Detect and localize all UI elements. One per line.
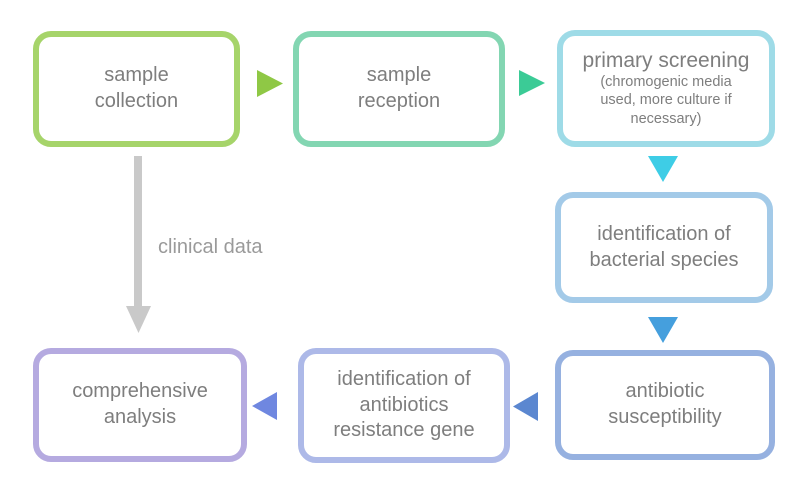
node-sublabel: (chromogenic media used, more culture if… [600,74,732,127]
node-identification-of-antibiotics-resistance-gene: identification of antibiotics resistance… [298,348,510,463]
node-primary-screening: primary screening (chromogenic media use… [557,30,775,147]
arrow-down-icon [126,306,151,333]
node-label: identification of bacterial species [589,222,739,271]
arrow-right-icon [519,70,545,96]
node-label: antibiotic susceptibility [608,380,722,428]
node-antibiotic-susceptibility: antibiotic susceptibility [555,350,775,460]
arrow-down-icon [648,317,678,343]
node-identification-of-bacterial-species: identification of bacterial species [555,192,773,303]
arrow-right-icon [257,70,283,97]
clinical-data-label: clinical data [158,236,263,258]
arrow-down-icon [648,156,678,182]
arrow-left-icon [252,392,277,420]
node-sample-reception: sample reception [293,31,505,147]
node-label: comprehensive analysis [72,380,208,428]
node-comprehensive-analysis: comprehensive analysis [33,348,247,462]
clinical-data-connector-line [134,156,142,308]
node-label: sample reception [357,64,441,112]
node-sample-collection: sample collection [33,31,240,147]
node-label: identification of antibiotics resistance… [333,368,475,442]
node-label: primary screening [582,49,750,73]
arrow-left-icon [513,392,538,421]
node-label: sample collection [94,64,179,112]
